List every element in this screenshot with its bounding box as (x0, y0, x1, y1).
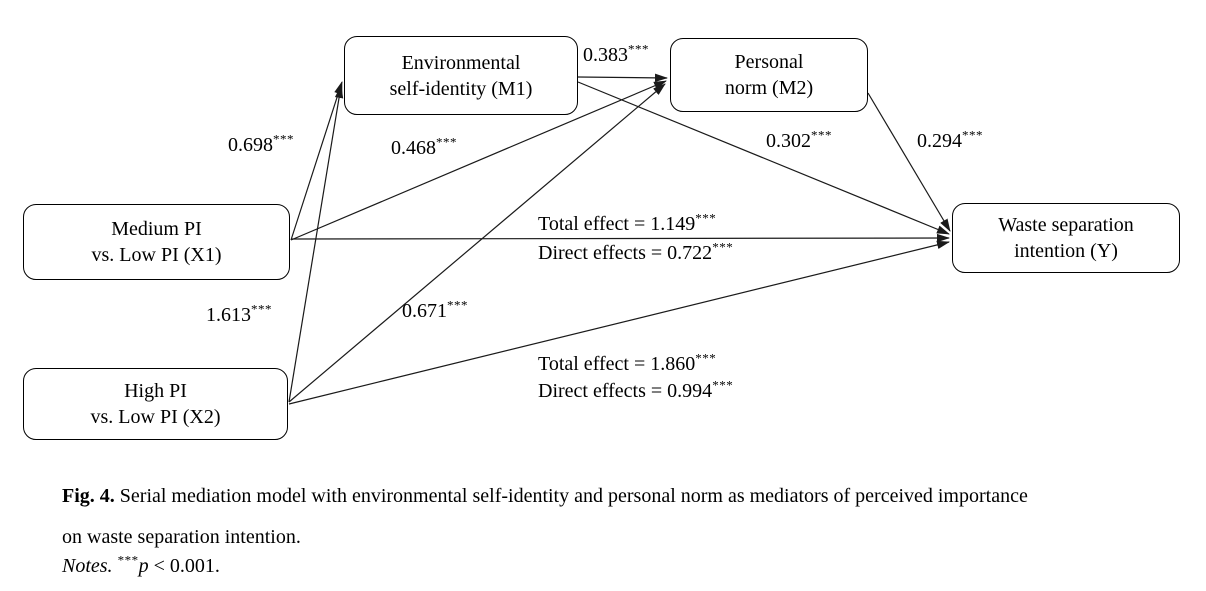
figure-caption-line2: on waste separation intention. (62, 524, 301, 550)
effect-x2-direct: Direct effects = 0.994*** (538, 377, 734, 403)
node-m2-line2: norm (M2) (724, 77, 814, 99)
effect-x2-total-text: Total effect = 1.860 (538, 353, 696, 375)
node-x2-line2: vs. Low PI (X2) (90, 406, 221, 428)
effect-x1-total: Total effect = 1.149*** (538, 210, 717, 236)
path-arrows (288, 73, 951, 405)
effect-x1-total-text: Total effect = 1.149 (538, 213, 696, 235)
significance-stars: *** (811, 127, 832, 143)
node-m2: Personal norm (M2) (670, 38, 868, 112)
arrow-m1-to-y (577, 81, 950, 235)
node-y-line1: Waste separation (998, 214, 1134, 236)
significance-stars: *** (695, 210, 717, 226)
coef-x1-m1: 0.698*** (228, 131, 294, 157)
node-x2-line1: High PI (124, 380, 187, 402)
coef-m2-y: 0.294*** (917, 127, 983, 153)
arrow-x1-to-m2 (290, 80, 667, 241)
significance-stars: *** (628, 41, 649, 57)
coef-x2-m1-value: 1.613 (206, 304, 251, 326)
coef-m2-y-value: 0.294 (917, 130, 962, 152)
node-x1-line1: Medium PI (111, 218, 202, 240)
figure-caption-line1: Fig. 4. Serial mediation model with envi… (62, 483, 1028, 509)
coef-x2-m1: 1.613*** (206, 301, 272, 327)
coef-x2-m2-value: 0.671 (402, 300, 447, 322)
arrow-x1-to-m1 (290, 81, 343, 241)
significance-stars: *** (251, 301, 272, 317)
effect-x2-direct-text: Direct effects = 0.994 (538, 380, 713, 402)
figure-label: Fig. 4. (62, 485, 115, 507)
node-y: Waste separation intention (Y) (952, 203, 1180, 273)
significance-stars: *** (117, 552, 139, 568)
arrow-m1-to-m2 (577, 73, 668, 83)
arrow-x2-to-m2 (288, 83, 666, 403)
caption-text-line2: on waste separation intention. (62, 526, 301, 548)
caption-text-line1: Serial mediation model with environmenta… (114, 485, 1028, 507)
arrow-x1-to-y (290, 233, 950, 243)
coef-x1-m2: 0.468*** (391, 134, 457, 160)
significance-stars: *** (712, 239, 734, 255)
significance-stars: *** (712, 377, 734, 393)
effect-x1-direct-text: Direct effects = 0.722 (538, 242, 713, 264)
effect-x2-total: Total effect = 1.860*** (538, 350, 717, 376)
coef-m1-m2-value: 0.383 (583, 44, 628, 66)
node-y-line2: intention (Y) (1014, 240, 1118, 262)
coef-m1-y-value: 0.302 (766, 130, 811, 152)
significance-stars: *** (962, 127, 983, 143)
significance-stars: *** (695, 350, 717, 366)
significance-stars: *** (447, 297, 468, 313)
coef-x1-m2-value: 0.468 (391, 137, 436, 159)
figure-notes: Notes. ***p < 0.001. (62, 553, 220, 579)
coef-x2-m2: 0.671*** (402, 297, 468, 323)
arrow-m2-to-y (867, 92, 951, 232)
coef-m1-y: 0.302*** (766, 127, 832, 153)
node-x2: High PI vs. Low PI (X2) (23, 368, 288, 440)
effect-x1-direct: Direct effects = 0.722*** (538, 239, 734, 265)
significance-stars: *** (436, 134, 457, 150)
arrow-x2-to-m1 (288, 85, 344, 403)
node-m1: Environmental self-identity (M1) (344, 36, 578, 115)
notes-p: p (138, 555, 149, 577)
node-x1-line2: vs. Low PI (X1) (91, 244, 222, 266)
coef-x1-m1-value: 0.698 (228, 134, 273, 156)
significance-stars: *** (273, 131, 294, 147)
node-x1: Medium PI vs. Low PI (X1) (23, 204, 290, 280)
node-m2-line1: Personal (734, 51, 804, 73)
node-m1-line2: self-identity (M1) (389, 77, 533, 100)
coef-m1-m2: 0.383*** (583, 41, 649, 67)
node-m1-line1: Environmental (401, 51, 521, 74)
notes-label: Notes. (62, 555, 118, 577)
notes-threshold: < 0.001. (148, 555, 220, 577)
arrow-x2-to-y (288, 240, 950, 405)
